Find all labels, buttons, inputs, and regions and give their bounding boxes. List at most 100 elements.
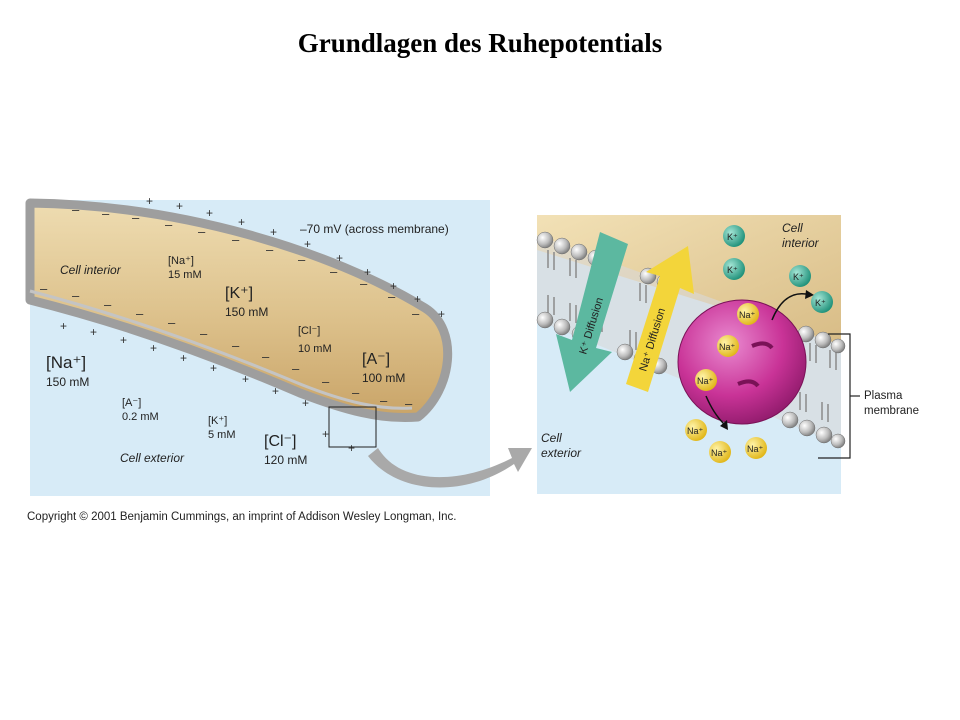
na-ion <box>709 441 731 463</box>
svg-text:+: + <box>390 279 397 293</box>
svg-text:–: – <box>136 306 144 321</box>
svg-text:–: – <box>104 297 112 312</box>
k-ion-label: K⁺ <box>815 298 826 308</box>
svg-text:+: + <box>270 225 277 239</box>
cell-exterior-label: Cell exterior <box>120 451 185 465</box>
na-ion <box>737 303 759 325</box>
negative-charges: ––– ––– ––– ––– ––– ––– ––– ––– – <box>40 202 420 411</box>
svg-text:–: – <box>322 374 330 389</box>
na-ion <box>717 335 739 357</box>
svg-text:–: – <box>388 289 396 304</box>
outside-cl-conc: 120 mM <box>264 453 307 467</box>
k-ion-label: K⁺ <box>727 232 738 242</box>
inside-cl-ion: [Cl⁻] <box>298 325 320 337</box>
svg-text:+: + <box>146 194 153 208</box>
svg-text:–: – <box>132 210 140 225</box>
svg-text:+: + <box>414 292 421 306</box>
svg-text:+: + <box>322 427 329 441</box>
na-ion-label: Na⁺ <box>687 426 704 436</box>
svg-text:–: – <box>380 393 388 408</box>
na-ion-label: Na⁺ <box>719 342 736 352</box>
svg-text:+: + <box>210 361 217 375</box>
zoom-arrow <box>368 448 532 488</box>
svg-text:–: – <box>266 242 274 257</box>
detail-exterior-label-2: exterior <box>541 446 582 460</box>
na-diffusion-arrow <box>626 246 694 392</box>
phospholipid-heads-outer <box>536 311 846 449</box>
k-pump-arrow <box>771 292 807 321</box>
svg-text:–: – <box>412 306 420 321</box>
outside-na-ion: [Na⁺] <box>46 353 86 372</box>
svg-text:–: – <box>200 326 208 341</box>
k-ion-label: K⁺ <box>793 272 804 282</box>
outside-cl-ion: [Cl⁻] <box>264 433 296 450</box>
svg-text:–: – <box>298 252 306 267</box>
membrane-detail-panel: K⁺ Diffusion Na⁺ Diffusion K⁺ K⁺ K⁺ K⁺ N… <box>536 215 846 494</box>
svg-text:+: + <box>150 341 157 355</box>
k-ion <box>723 225 745 247</box>
k-ion <box>789 265 811 287</box>
svg-text:+: + <box>176 199 183 213</box>
zoom-box <box>328 406 377 448</box>
svg-text:+: + <box>242 372 249 386</box>
plasma-membrane-label: Plasma <box>864 390 903 402</box>
outside-na-conc: 150 mM <box>46 375 89 389</box>
na-ion-label: Na⁺ <box>747 444 764 454</box>
na-ion-label: Na⁺ <box>697 376 714 386</box>
svg-text:+: + <box>348 441 355 455</box>
inside-na-ion: [Na⁺] <box>168 255 194 267</box>
svg-text:–: – <box>168 315 176 330</box>
svg-text:–: – <box>262 349 270 364</box>
svg-text:–: – <box>352 385 360 400</box>
svg-text:+: + <box>90 325 97 339</box>
inside-na-conc: 15 mM <box>168 269 202 281</box>
svg-text:+: + <box>336 251 343 265</box>
detail-exterior-label: Cell <box>541 431 562 445</box>
inside-a-conc: 100 mM <box>362 371 405 385</box>
svg-text:–: – <box>72 202 80 217</box>
svg-text:–: – <box>405 396 413 411</box>
svg-text:–: – <box>40 281 48 296</box>
axon-panel: ––– ––– ––– ––– ––– ––– ––– ––– – +++ ++… <box>25 194 490 496</box>
svg-text:+: + <box>304 237 311 251</box>
svg-text:–: – <box>330 264 338 279</box>
svg-text:–: – <box>232 232 240 247</box>
na-ion <box>695 369 717 391</box>
na-ion <box>685 419 707 441</box>
plasma-membrane-label-2: membrane <box>864 405 919 417</box>
na-ion-label: Na⁺ <box>739 310 756 320</box>
axon-cross-section <box>25 198 453 422</box>
svg-text:+: + <box>272 384 279 398</box>
inside-cl-conc: 10 mM <box>298 343 332 355</box>
k-ion <box>811 291 833 313</box>
k-diffusion-arrow <box>556 232 628 392</box>
outside-a-conc: 0.2 mM <box>122 411 159 423</box>
k-ion-label: K⁺ <box>727 265 738 275</box>
svg-text:+: + <box>60 319 67 333</box>
membrane-potential-label: –70 mV (across membrane) <box>300 222 449 236</box>
svg-text:–: – <box>198 224 206 239</box>
svg-text:+: + <box>180 351 187 365</box>
membrane-inner-edge <box>29 289 413 410</box>
svg-text:+: + <box>364 265 371 279</box>
svg-text:+: + <box>120 333 127 347</box>
copyright-notice: Copyright © 2001 Benjamin Cummings, an i… <box>27 511 457 523</box>
svg-text:–: – <box>72 288 80 303</box>
detail-interior-label: Cell <box>782 221 803 235</box>
na-ions: Na⁺ Na⁺ Na⁺ Na⁺ Na⁺ Na⁺ <box>685 303 767 463</box>
na-ion <box>745 437 767 459</box>
svg-text:–: – <box>292 361 300 376</box>
sodium-potassium-pump <box>677 299 807 425</box>
svg-text:+: + <box>206 206 213 220</box>
inside-k-ion: [K⁺] <box>225 285 253 302</box>
outside-k-ion: [K⁺] <box>208 415 227 427</box>
outside-k-conc: 5 mM <box>208 429 236 441</box>
svg-text:+: + <box>238 215 245 229</box>
inside-k-conc: 150 mM <box>225 305 268 319</box>
k-ions: K⁺ K⁺ K⁺ K⁺ <box>723 225 833 313</box>
inside-a-ion: [A⁻] <box>362 351 390 368</box>
svg-text:+: + <box>438 307 445 321</box>
k-ion <box>723 258 745 280</box>
na-pump-arrow <box>705 395 725 425</box>
